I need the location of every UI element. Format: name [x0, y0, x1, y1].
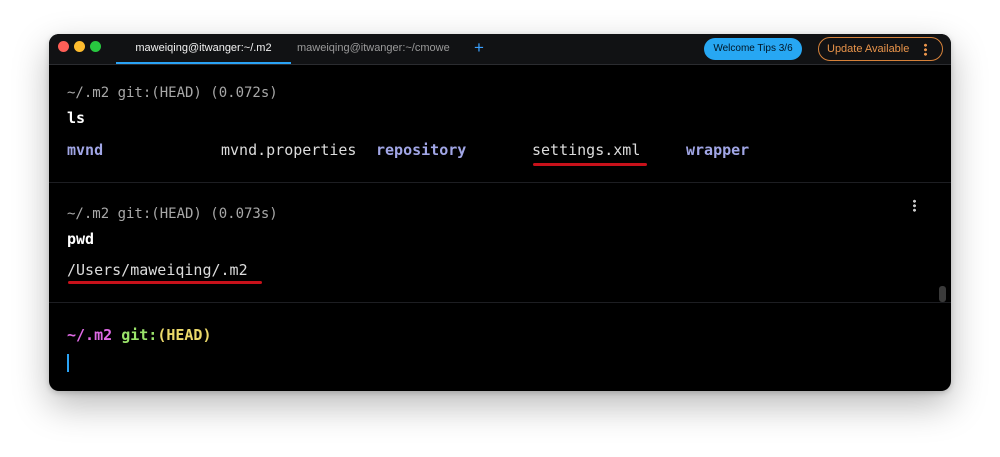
block-menu-icon[interactable] [913, 199, 916, 212]
title-bar: maweiqing@itwanger:~/.m2 maweiqing@itwan… [49, 34, 951, 65]
prompt-path: ~/.m2 [67, 326, 113, 344]
block-divider [49, 182, 951, 183]
ls-entry-mvnd: mvnd [67, 141, 104, 159]
minimize-window-button[interactable] [74, 41, 85, 52]
welcome-tips-button[interactable]: Welcome Tips 3/6 [704, 38, 802, 60]
close-window-button[interactable] [58, 41, 69, 52]
input-cursor[interactable] [67, 354, 69, 372]
block-command: pwd [67, 230, 95, 248]
ls-entry-settings-xml: settings.xml [532, 141, 641, 159]
block-prompt: ~/.m2 git:(HEAD) (0.072s) [67, 85, 278, 101]
zoom-window-button[interactable] [90, 41, 101, 52]
highlight-underline [68, 281, 262, 284]
ls-entry-wrapper: wrapper [686, 141, 750, 159]
ls-entry-repository: repository [376, 141, 467, 159]
pwd-output: /Users/maweiqing/.m2 [67, 261, 248, 279]
more-options-icon[interactable] [924, 43, 927, 56]
prompt-branch: (HEAD) [157, 326, 212, 344]
tab-m2[interactable]: maweiqing@itwanger:~/.m2 [116, 34, 291, 64]
block-divider [49, 302, 951, 303]
tab-cmowe[interactable]: maweiqing@itwanger:~/cmowe [297, 42, 450, 54]
block-command: ls [67, 109, 86, 127]
update-available-button[interactable]: Update Available [818, 37, 943, 61]
current-prompt: ~/.m2 git:(HEAD) [67, 326, 212, 344]
scrollbar-thumb[interactable] [939, 286, 946, 302]
update-available-label: Update Available [827, 43, 910, 55]
terminal-window: maweiqing@itwanger:~/.m2 maweiqing@itwan… [49, 34, 951, 391]
highlight-underline [533, 163, 647, 166]
new-tab-plus-icon[interactable]: + [474, 38, 484, 57]
block-prompt: ~/.m2 git:(HEAD) (0.073s) [67, 206, 278, 222]
ls-entry-mvnd-properties: mvnd.properties [221, 141, 357, 159]
prompt-git: git: [121, 326, 158, 344]
